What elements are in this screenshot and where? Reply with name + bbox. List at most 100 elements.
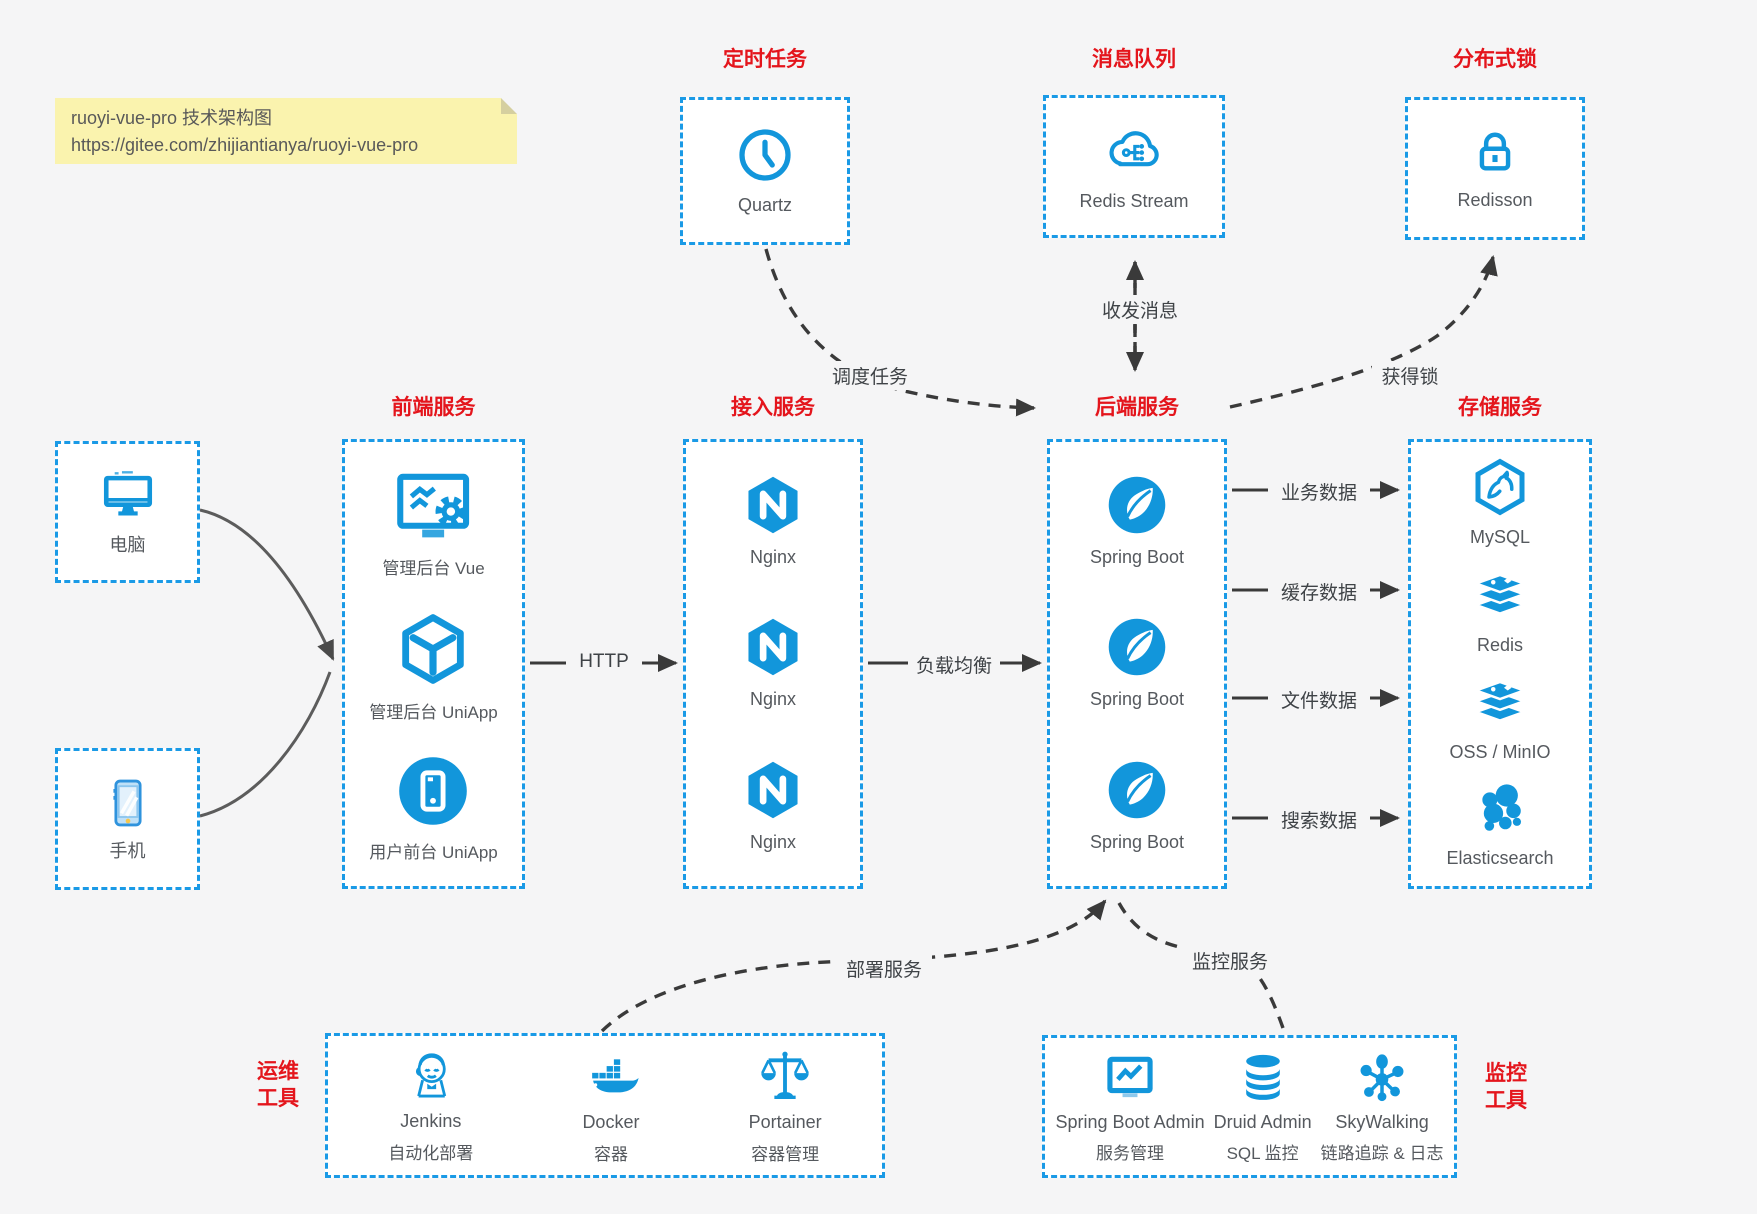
node-elasticsearch: Elasticsearch xyxy=(1446,780,1554,871)
spring-icon xyxy=(1108,476,1166,534)
node-user-uniapp: 用户前台 UniApp xyxy=(369,752,498,863)
nginx-icon xyxy=(748,619,798,676)
node-portainer: Portainer 容器管理 xyxy=(749,1047,822,1165)
node-springboot-1: Spring Boot xyxy=(1090,473,1184,570)
node-redisson: Redisson xyxy=(1457,124,1533,213)
node-label: Jenkins xyxy=(400,1110,462,1131)
edge-label-message: 收发消息 xyxy=(1092,295,1188,324)
edge-label-cache-data: 缓存数据 xyxy=(1268,577,1370,606)
nginx-icon xyxy=(748,476,798,534)
node-label: Spring Boot xyxy=(1089,832,1185,853)
spring-icon xyxy=(1108,619,1166,676)
node-nginx-3: Nginx xyxy=(741,758,805,855)
node-sublabel: 链路追踪 & 日志 xyxy=(1320,1143,1444,1163)
node-label: Redisson xyxy=(1457,190,1533,210)
node-label: Nginx xyxy=(749,546,797,567)
node-label: Redis xyxy=(1476,634,1524,655)
note-title: ruoyi-vue-pro 技术架构图 xyxy=(71,108,273,128)
node-nginx-2: Nginx xyxy=(741,615,805,712)
group-monitor-tools: Spring Boot Admin 服务管理 Druid Admin SQL 监… xyxy=(1042,1035,1457,1178)
node-label: Portainer xyxy=(748,1111,822,1132)
node-label: SkyWalking xyxy=(1335,1111,1429,1132)
title-scheduled-task: 定时任务 xyxy=(723,48,807,71)
node-jenkins: Jenkins 自动化部署 xyxy=(388,1048,473,1164)
node-sublabel: SQL 监控 xyxy=(1226,1143,1299,1163)
node-label: 管理后台 Vue xyxy=(382,558,485,578)
druid-database-icon xyxy=(1245,1054,1280,1100)
title-gateway: 接入服务 xyxy=(731,396,815,419)
node-sublabel: 自动化部署 xyxy=(388,1143,474,1163)
portainer-icon xyxy=(761,1051,810,1099)
edge-pc-to-frontend xyxy=(199,508,335,661)
sticky-note: ruoyi-vue-pro 技术架构图 https://gitee.com/zh… xyxy=(55,98,517,164)
node-label: 电脑 xyxy=(109,534,146,555)
node-label: Spring Boot xyxy=(1089,546,1185,567)
node-sublabel: 服务管理 xyxy=(1096,1143,1165,1163)
edge-label-search-data: 搜索数据 xyxy=(1268,805,1370,834)
uniapp-circle-icon xyxy=(399,757,468,826)
node-label: 用户前台 UniApp xyxy=(369,843,498,863)
node-redis-stream: Redis Stream xyxy=(1079,119,1189,214)
lock-icon xyxy=(1479,132,1511,171)
client-pc: 电脑 xyxy=(55,441,200,583)
node-label: Elasticsearch xyxy=(1446,847,1554,868)
group-backend: Spring Boot Spring Boot Spring Boot xyxy=(1047,439,1227,889)
node-label: Quartz xyxy=(737,194,793,215)
title-backend: 后端服务 xyxy=(1095,396,1179,419)
node-label: 手机 xyxy=(109,840,146,861)
skywalking-icon xyxy=(1360,1053,1404,1101)
clock-icon xyxy=(739,128,791,181)
edge-label-monitor: 监控服务 xyxy=(1182,946,1278,975)
smartphone-icon xyxy=(112,779,142,826)
node-skywalking: SkyWalking 链路追踪 & 日志 xyxy=(1320,1050,1444,1164)
title-message-queue: 消息队列 xyxy=(1092,48,1176,71)
node-sublabel: 容器管理 xyxy=(751,1144,820,1164)
sba-monitor-icon xyxy=(1107,1056,1153,1097)
title-monitor-tools: 监控 工具 xyxy=(1485,1062,1527,1113)
edge-label-http: HTTP xyxy=(566,650,642,674)
node-admin-uniapp: 管理后台 UniApp xyxy=(369,608,498,723)
node-oss-minio: OSS / MinIO xyxy=(1449,672,1551,765)
title-distributed-lock: 分布式锁 xyxy=(1453,48,1537,71)
node-label: Nginx xyxy=(749,689,797,710)
edge-label-business-data: 业务数据 xyxy=(1268,477,1370,506)
title-frontend: 前端服务 xyxy=(391,396,476,419)
elasticsearch-icon xyxy=(1482,784,1522,831)
node-mysql: MySQL xyxy=(1470,457,1530,550)
node-phone: 手机 xyxy=(100,775,156,864)
group-ops-tools: Jenkins 自动化部署 Docker 容器 xyxy=(325,1033,885,1178)
node-label: Docker xyxy=(582,1111,640,1132)
node-label: 管理后台 UniApp xyxy=(369,702,498,722)
spring-icon xyxy=(1108,761,1166,819)
note-url: https://gitee.com/zhijiantianya/ruoyi-vu… xyxy=(71,135,419,155)
edge-label-load-balance: 负载均衡 xyxy=(908,650,1000,679)
desktop-icon xyxy=(103,470,152,515)
node-sublabel: 容器 xyxy=(593,1144,628,1164)
edge-phone-to-frontend xyxy=(199,671,332,818)
node-admin-vue: 管理后台 Vue xyxy=(382,465,485,579)
node-redis: Redis xyxy=(1470,565,1530,658)
edge-label-file-data: 文件数据 xyxy=(1268,685,1370,714)
group-storage: MySQL Redis xyxy=(1408,439,1592,889)
node-label: Nginx xyxy=(749,832,797,853)
title-storage: 存储服务 xyxy=(1458,396,1542,419)
cloud-stream-icon xyxy=(1109,131,1159,167)
edge-label-lock: 获得锁 xyxy=(1372,361,1448,390)
node-springboot-2: Spring Boot xyxy=(1090,615,1184,712)
group-message-queue: Redis Stream xyxy=(1043,95,1225,238)
edge-label-schedule: 调度任务 xyxy=(822,361,918,390)
node-label: Druid Admin xyxy=(1213,1111,1312,1132)
group-distributed-lock: Redisson xyxy=(1405,97,1585,240)
jenkins-icon xyxy=(415,1052,446,1097)
node-druid-admin: Druid Admin SQL 监控 xyxy=(1214,1050,1312,1164)
group-scheduled-task: Quartz xyxy=(680,97,850,245)
uniapp-cube-icon xyxy=(402,614,465,684)
group-gateway: Nginx Nginx Nginx xyxy=(683,439,863,889)
node-label: Spring Boot Admin xyxy=(1055,1111,1205,1132)
node-quartz: Quartz xyxy=(735,125,795,218)
node-docker: Docker 容器 xyxy=(582,1047,640,1165)
nginx-icon xyxy=(748,761,798,819)
node-label: Redis Stream xyxy=(1079,191,1189,211)
group-frontend: 管理后台 Vue 管理后台 UniApp 用户前台 UniApp xyxy=(342,439,525,889)
